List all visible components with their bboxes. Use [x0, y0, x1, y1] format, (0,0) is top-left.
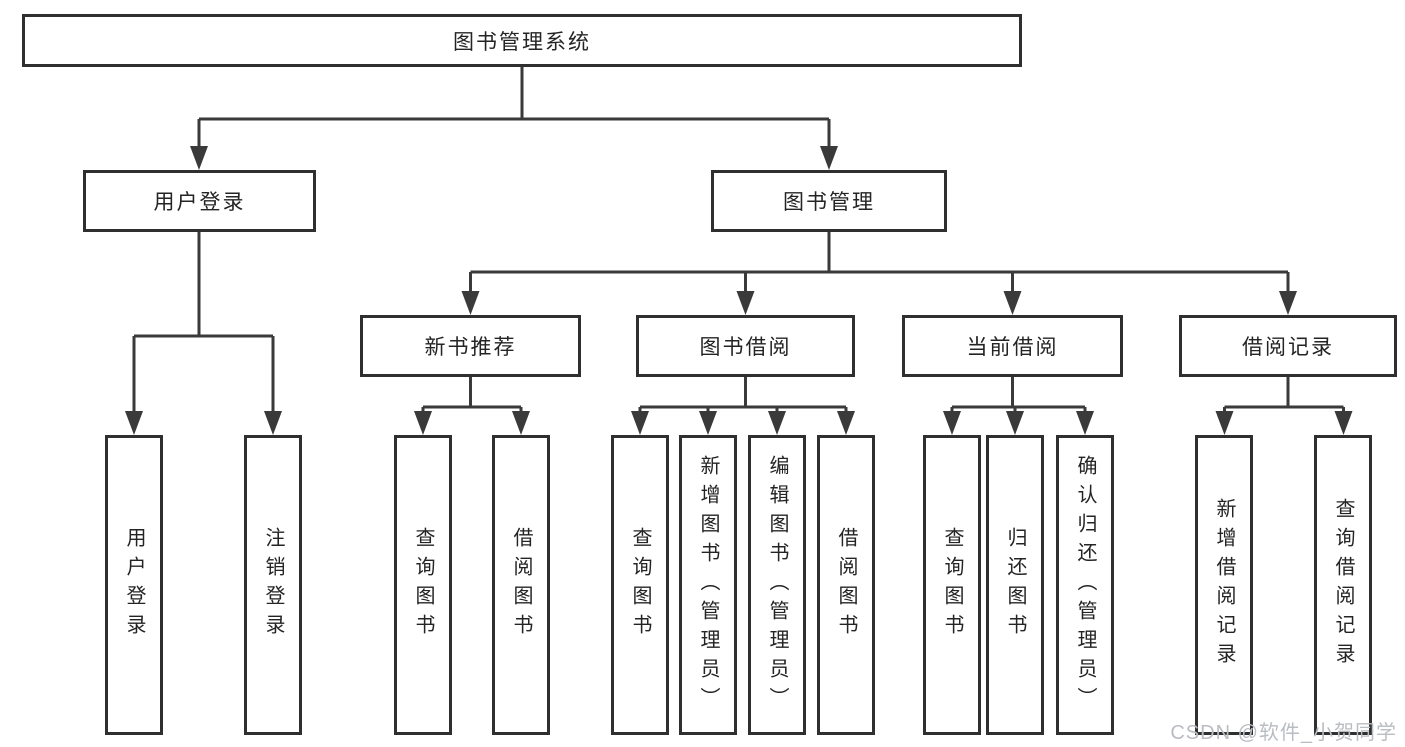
arrowhead-leaf-borrow-books-recommend: [512, 411, 530, 435]
leaf-user-login: 用户登录: [105, 435, 163, 735]
leaf-query-borrow-record: 查询借阅记录: [1314, 435, 1372, 735]
leaf-edit-books-admin-label: 编辑图书（管理员）: [766, 454, 788, 716]
arrowhead-leaf-confirm-return: [1076, 411, 1094, 435]
node-borrow-record-label: 借阅记录: [1242, 336, 1334, 359]
arrowhead-leaf-edit-books: [768, 411, 786, 435]
leaf-query-books-borrow: 查询图书: [611, 435, 669, 735]
node-book-management: 图书管理: [711, 170, 947, 232]
leaf-query-books-current-label: 查询图书: [941, 527, 963, 643]
node-book-borrow-label: 图书借阅: [699, 336, 792, 359]
arrowhead-leaf-query-record: [1334, 411, 1353, 435]
edge-book-borrow-split: [638, 377, 848, 414]
leaf-query-books-recommend: 查询图书: [394, 435, 452, 735]
edge-book-management-split: [469, 232, 1290, 295]
leaf-return-books-label: 归还图书: [1004, 527, 1026, 643]
arrowhead-book-borrow: [736, 291, 755, 315]
leaf-confirm-return-admin: 确认归还（管理员）: [1056, 435, 1114, 735]
leaf-add-books-admin: 新增图书（管理员）: [679, 435, 737, 735]
leaf-query-books-borrow-label: 查询图书: [629, 527, 651, 643]
leaf-query-borrow-record-label: 查询借阅记录: [1332, 498, 1354, 672]
arrowhead-leaf-add-books: [699, 411, 717, 435]
leaf-add-books-admin-label: 新增图书（管理员）: [697, 454, 719, 716]
arrowheads: [125, 146, 1353, 435]
arrowhead-borrow-record: [1279, 291, 1297, 315]
edge-borrow-record-split: [1223, 377, 1345, 414]
node-root-label: 图书管理系统: [453, 30, 591, 54]
csdn-watermark: CSDN @软件_小贺同学: [1170, 722, 1397, 744]
arrowhead-leaf-logout: [264, 411, 282, 435]
leaf-borrow-books-label: 借阅图书: [835, 527, 857, 643]
arrowhead-current-borrow: [1003, 291, 1022, 315]
leaf-edit-books-admin: 编辑图书（管理员）: [748, 435, 806, 735]
arrowhead-book-management: [820, 146, 838, 170]
node-borrow-record: 借阅记录: [1179, 315, 1397, 377]
node-user-login: 用户登录: [83, 170, 316, 232]
leaf-borrow-books-recommend-label: 借阅图书: [510, 527, 532, 643]
arrowhead-leaf-borrow-books: [837, 411, 855, 435]
arrowhead-leaf-add-record: [1215, 411, 1234, 435]
leaf-logout: 注销登录: [244, 435, 302, 735]
node-book-management-label: 图书管理: [783, 191, 875, 214]
leaf-add-borrow-record: 新增借阅记录: [1195, 435, 1253, 735]
arrowhead-leaf-query-books-borrow: [631, 411, 649, 435]
arrowhead-leaf-query-books-current: [943, 411, 961, 435]
node-current-borrow: 当前借阅: [902, 315, 1123, 377]
leaf-return-books: 归还图书: [986, 435, 1044, 735]
node-new-book-recommend-label: 新书推荐: [424, 336, 517, 359]
edge-current-borrow-split: [950, 377, 1087, 414]
leaf-borrow-books-recommend: 借阅图书: [492, 435, 550, 735]
arrowhead-leaf-query-books-recommend: [414, 411, 432, 435]
node-book-borrow: 图书借阅: [636, 315, 855, 377]
edge-user-login-split: [132, 232, 275, 414]
leaf-add-borrow-record-label: 新增借阅记录: [1213, 498, 1235, 672]
arrowhead-leaf-user-login: [125, 411, 143, 435]
edge-root-split: [197, 67, 831, 150]
node-new-book-recommend: 新书推荐: [360, 315, 581, 377]
node-user-login-label: 用户登录: [153, 191, 246, 214]
leaf-logout-label: 注销登录: [262, 527, 284, 643]
edge-new-book-recommend-split: [421, 377, 523, 414]
leaf-user-login-label: 用户登录: [123, 527, 145, 643]
leaf-borrow-books: 借阅图书: [817, 435, 875, 735]
node-root: 图书管理系统: [22, 14, 1022, 67]
leaf-query-books-recommend-label: 查询图书: [412, 527, 434, 643]
arrowhead-new-book-recommend: [461, 291, 480, 315]
arrowhead-user-login: [190, 146, 208, 170]
node-current-borrow-label: 当前借阅: [966, 336, 1059, 359]
leaf-confirm-return-admin-label: 确认归还（管理员）: [1074, 454, 1096, 716]
leaf-query-books-current: 查询图书: [923, 435, 981, 735]
arrowhead-leaf-return-books: [1006, 411, 1024, 435]
